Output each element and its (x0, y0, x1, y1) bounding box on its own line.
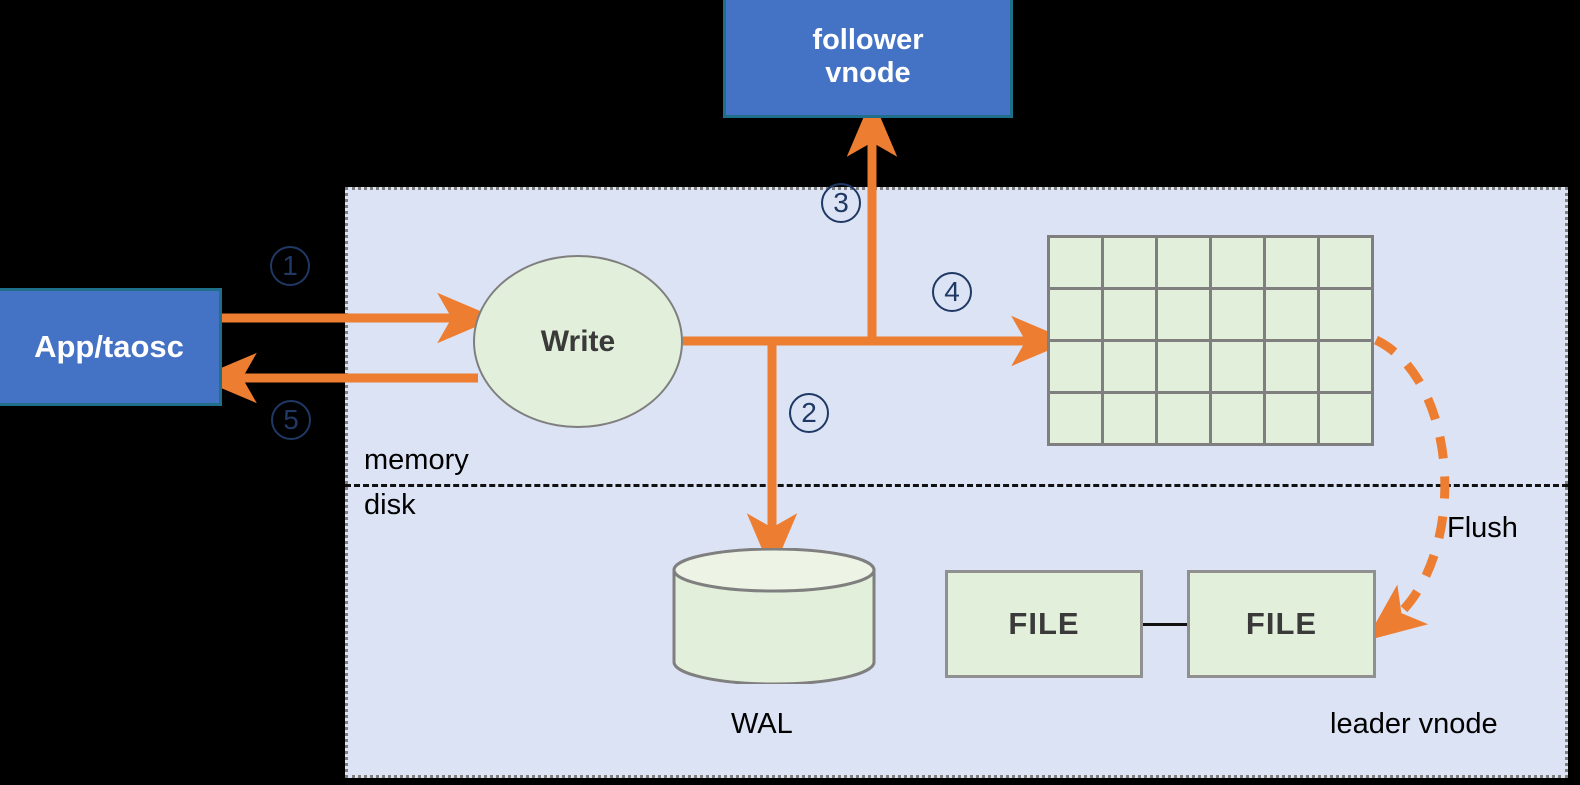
memtable-cell (1158, 238, 1212, 290)
file-box-2-label: FILE (1245, 606, 1318, 641)
write-node-label: Write (540, 324, 616, 358)
memtable-cell (1158, 394, 1212, 446)
memtable-cell (1212, 394, 1266, 446)
follower-vnode-node[interactable]: follower vnode (723, 0, 1013, 118)
memory-label: memory (364, 444, 469, 476)
memtable-cell (1266, 342, 1320, 394)
memtable-cell (1050, 342, 1104, 394)
app-taosc-node[interactable]: App/taosc (0, 288, 222, 406)
memtable-cell (1266, 290, 1320, 342)
memtable-cell (1266, 394, 1320, 446)
memtable-cell (1212, 238, 1266, 290)
memtable-cell (1050, 238, 1104, 290)
step-number-1: 1 (270, 246, 310, 286)
memtable-cell (1320, 342, 1374, 394)
memtable-cell (1104, 342, 1158, 394)
disk-label: disk (364, 489, 416, 521)
memtable-cell (1158, 290, 1212, 342)
follower-vnode-label: follower vnode (812, 24, 923, 91)
memtable-cell (1050, 394, 1104, 446)
memtable-cell (1050, 290, 1104, 342)
file-connector-line (1143, 623, 1187, 626)
memtable-cell (1320, 290, 1374, 342)
memtable-cell (1212, 290, 1266, 342)
wal-cylinder (672, 548, 876, 684)
step-number-2: 2 (789, 393, 829, 433)
memtable-cell (1104, 238, 1158, 290)
memtable-cell (1320, 238, 1374, 290)
write-node[interactable]: Write (473, 255, 683, 428)
file-box-1[interactable]: FILE (945, 570, 1143, 678)
file-box-1-label: FILE (1008, 606, 1080, 641)
file-box-2[interactable]: FILE (1187, 570, 1376, 678)
step-number-4: 4 (932, 272, 972, 312)
memtable-cell (1104, 290, 1158, 342)
memtable-cell (1212, 342, 1266, 394)
memtable-cell (1266, 238, 1320, 290)
app-taosc-label: App/taosc (34, 329, 184, 365)
memtable-cell (1320, 394, 1374, 446)
step-number-5: 5 (271, 400, 311, 440)
memory-disk-divider (345, 484, 1568, 487)
step-number-3: 3 (821, 183, 861, 223)
follower-vnode-label-line1: follower (812, 23, 924, 56)
leader-vnode-label: leader vnode (1330, 708, 1498, 740)
wal-label: WAL (731, 708, 793, 740)
memtable-cell (1158, 342, 1212, 394)
follower-vnode-label-line2: vnode (825, 57, 911, 89)
memtable-grid (1047, 235, 1374, 446)
flush-label: Flush (1447, 512, 1518, 544)
memtable-cell (1104, 394, 1158, 446)
